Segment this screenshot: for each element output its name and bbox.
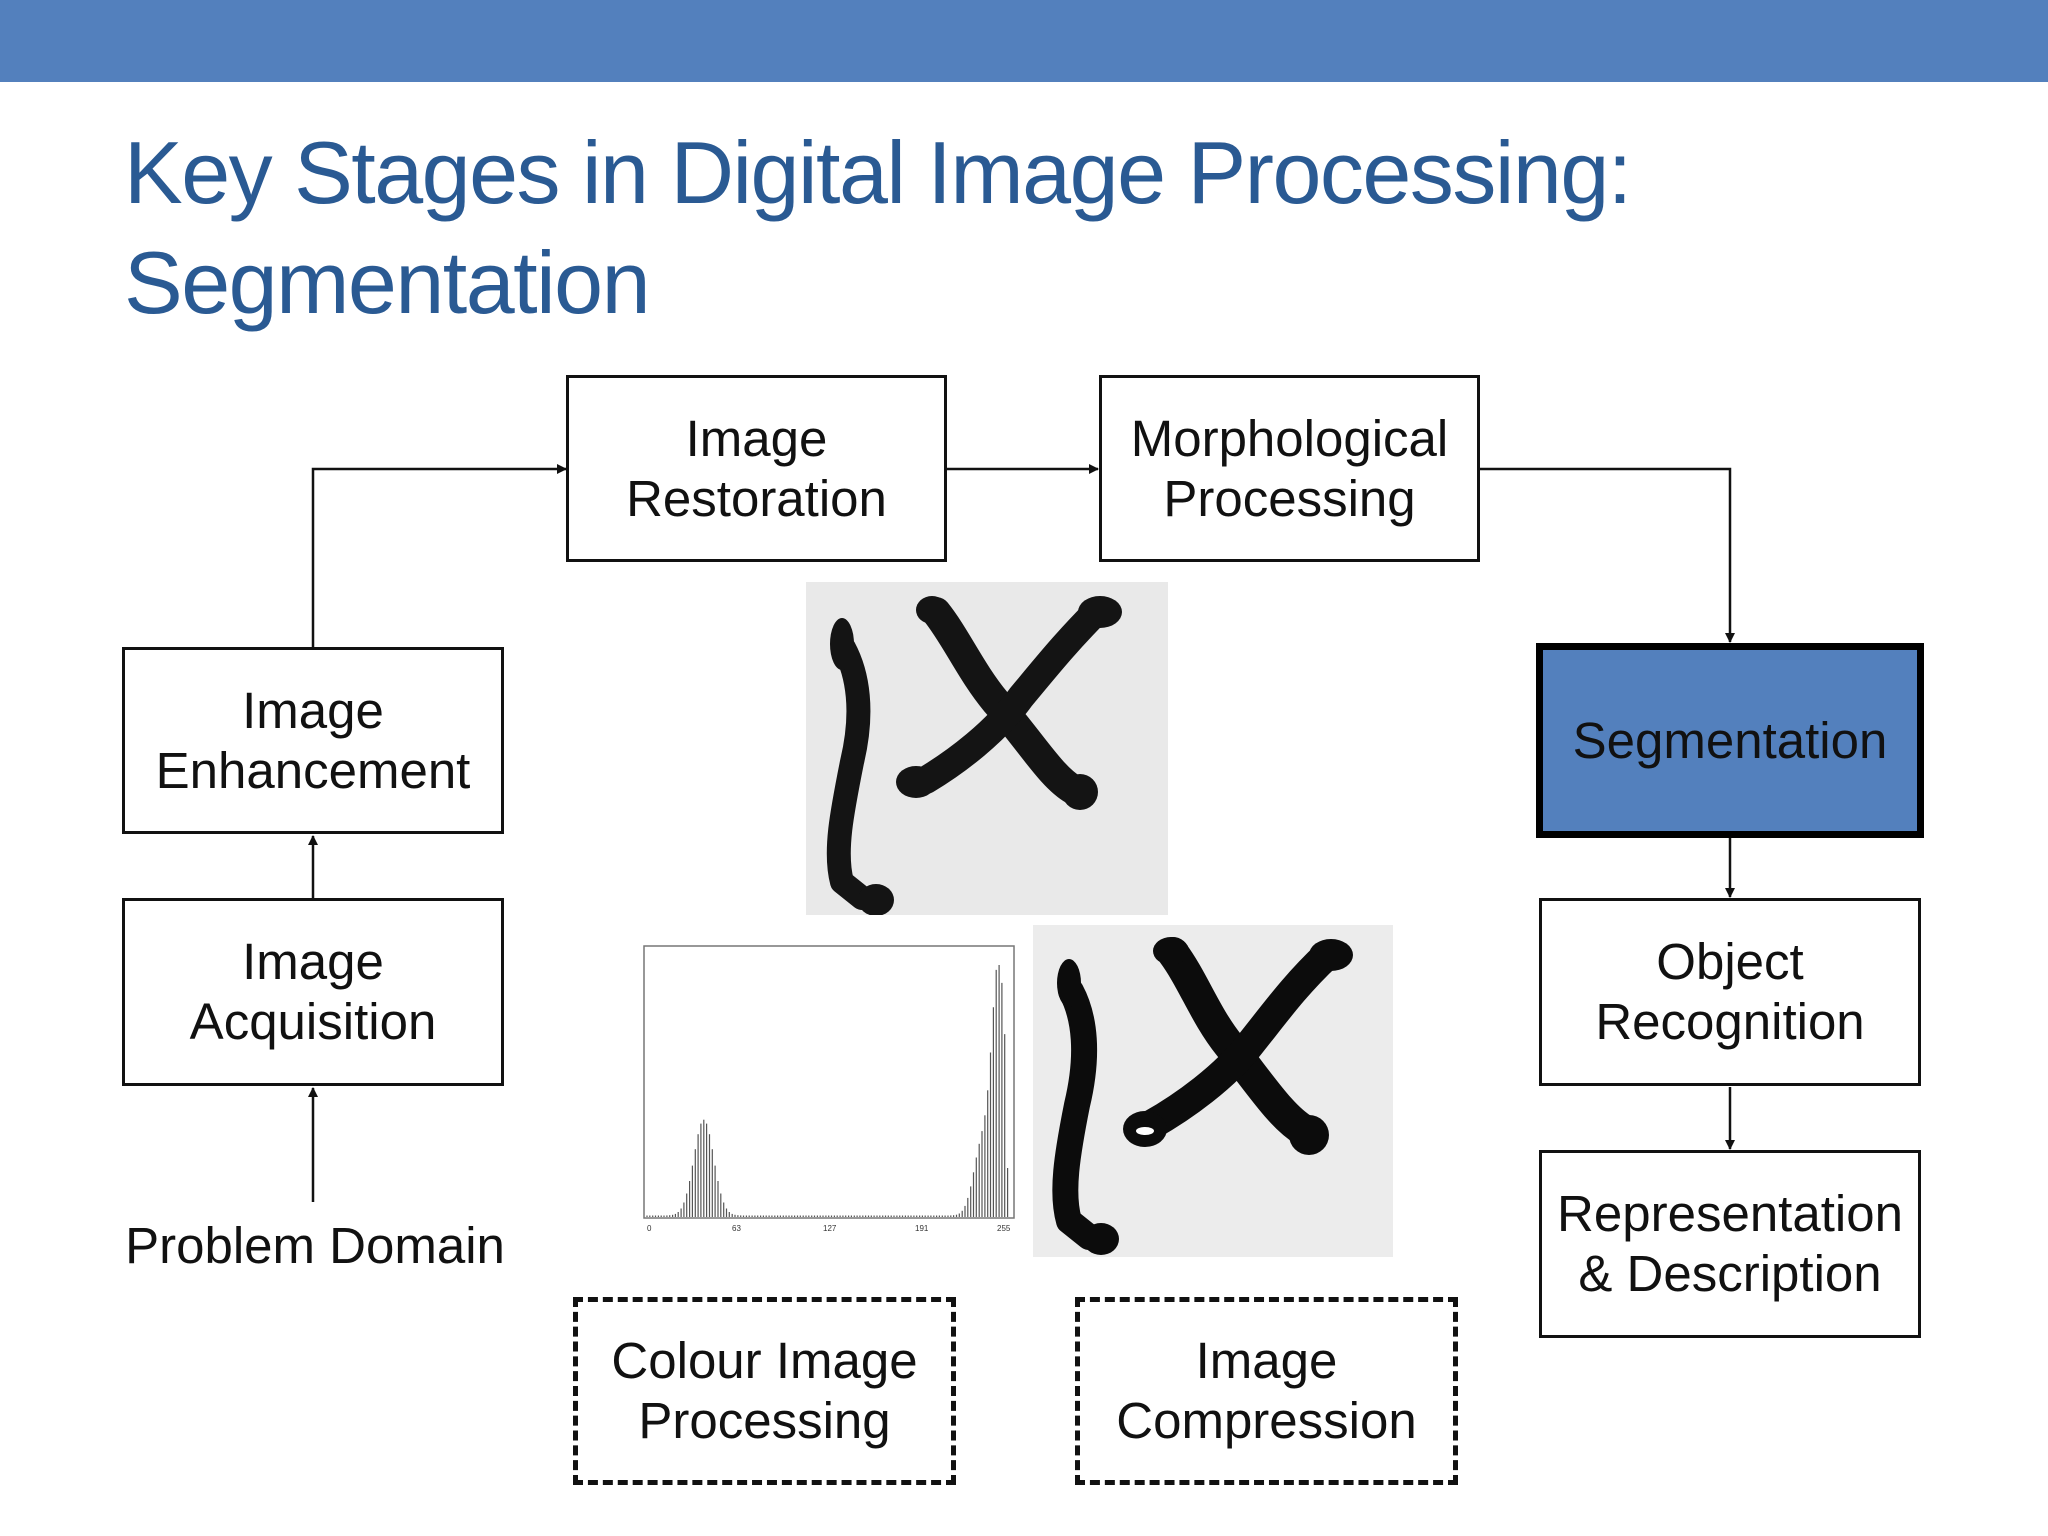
stage-image-enhancement: Image Enhancement (122, 647, 504, 834)
stage-image-restoration: Image Restoration (566, 375, 947, 562)
histogram-chart: 0 63 127 191 255 (643, 945, 1015, 1233)
hist-tick-191: 191 (915, 1224, 929, 1233)
stage-segmentation-label: Segmentation (1572, 711, 1888, 769)
wrenches-image (806, 582, 1168, 916)
stage-colour-image-processing-label: Colour Image Processing (611, 1332, 918, 1449)
intensity-histogram: 0 63 127 191 255 (643, 945, 1015, 1240)
arrow-enhancement-to-restoration (311, 464, 567, 647)
hist-tick-0: 0 (647, 1224, 652, 1233)
stage-object-recognition-label: Object Recognition (1595, 933, 1865, 1050)
header-accent-bar (0, 0, 2048, 82)
stage-image-compression: Image Compression (1075, 1297, 1458, 1485)
hist-tick-63: 63 (732, 1224, 741, 1233)
stage-representation-description-label: Representation & Description (1557, 1185, 1903, 1302)
stage-colour-image-processing: Colour Image Processing (573, 1297, 956, 1485)
stage-image-acquisition: Image Acquisition (122, 898, 504, 1086)
slide-title-line1: Key Stages in Digital Image Processing: (124, 123, 1632, 222)
stage-image-compression-label: Image Compression (1116, 1332, 1417, 1449)
hist-tick-255: 255 (997, 1224, 1011, 1233)
stage-morphological-processing: Morphological Processing (1099, 375, 1480, 562)
slide-title-line2: Segmentation (124, 233, 651, 332)
original-wrenches-photo (806, 582, 1168, 916)
segmented-wrenches-image (1033, 925, 1393, 1257)
hist-tick-127: 127 (823, 1224, 837, 1233)
stage-object-recognition: Object Recognition (1539, 898, 1921, 1086)
stage-image-enhancement-label: Image Enhancement (155, 681, 471, 799)
stage-image-acquisition-label: Image Acquisition (189, 933, 437, 1050)
arrow-morphological-to-segmentation (1480, 467, 1735, 643)
problem-domain-label: Problem Domain (125, 1217, 505, 1274)
stage-representation-description: Representation & Description (1539, 1150, 1921, 1338)
stage-image-restoration-label: Image Restoration (626, 409, 887, 527)
segmented-wrenches-photo (1033, 925, 1393, 1257)
slide-title: Key Stages in Digital Image Processing: … (124, 118, 1924, 338)
stage-morphological-processing-label: Morphological Processing (1130, 409, 1449, 527)
stage-segmentation-highlighted: Segmentation (1536, 643, 1924, 838)
